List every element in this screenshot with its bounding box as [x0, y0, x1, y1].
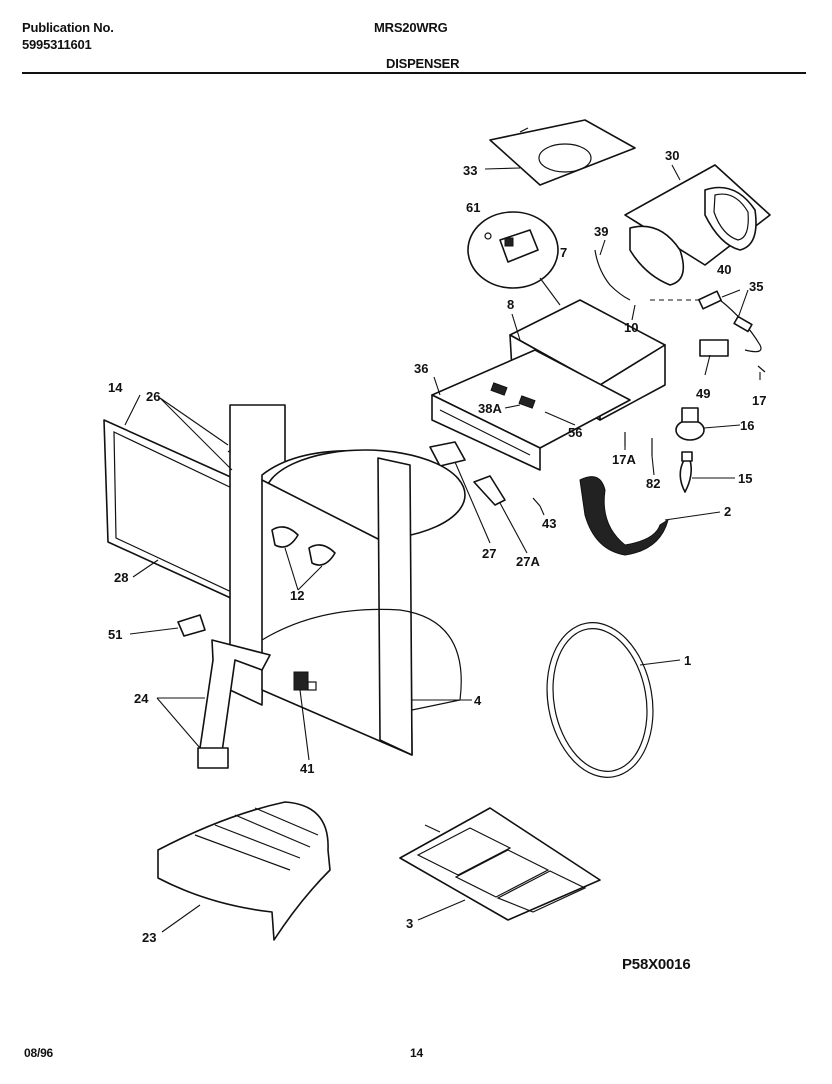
- callout: 4: [474, 693, 482, 708]
- callout: 12: [290, 588, 304, 603]
- publication-number: 5995311601: [22, 37, 92, 52]
- callout: 49: [696, 386, 710, 401]
- part-dispenser-cabinet: [229, 404, 466, 756]
- part-switch-detail: [467, 211, 561, 306]
- callout: 14: [108, 380, 123, 395]
- drawing-code: P58X0016: [622, 956, 691, 973]
- callout: 30: [665, 148, 679, 163]
- callout: 35: [749, 279, 763, 294]
- callout: 36: [414, 361, 428, 376]
- callout: 2: [724, 504, 731, 519]
- callout: 61: [466, 200, 480, 215]
- callout: 41: [300, 761, 314, 776]
- leader-lines: [124, 164, 761, 933]
- callout: 23: [142, 930, 156, 945]
- callout: 26: [146, 389, 160, 404]
- part-gasket: [546, 622, 654, 778]
- callout: 56: [568, 425, 582, 440]
- part-light-bulb: [679, 451, 693, 493]
- callout: 15: [738, 471, 752, 486]
- callout: 43: [542, 516, 556, 531]
- callout: 33: [463, 163, 477, 178]
- part-hinge-clips: [271, 526, 336, 566]
- part-lamp-socket: [675, 407, 705, 441]
- callout: 39: [594, 224, 608, 239]
- section-title: DISPENSER: [386, 56, 460, 71]
- model-number: MRS20WRG: [374, 20, 448, 35]
- part-wiring-harness: [579, 476, 669, 556]
- part-spring: [293, 671, 317, 691]
- part-drip-tray: [157, 801, 331, 941]
- part-dispenser-paddles: [429, 441, 506, 506]
- callout: 17A: [612, 452, 636, 467]
- callout: 1: [684, 653, 691, 668]
- publication-label: Publication No.: [22, 20, 114, 35]
- footer-date: 08/96: [24, 1046, 54, 1060]
- callout: 10: [624, 320, 638, 335]
- callout: 16: [740, 418, 754, 433]
- part-heater-plate: [399, 807, 601, 921]
- callout: 8: [507, 297, 514, 312]
- part-dispenser-frame: [431, 299, 666, 471]
- header-rule: [22, 72, 806, 74]
- callout: 28: [114, 570, 128, 585]
- part-spring-wire: [594, 249, 631, 301]
- callout-labels: 33 30 61 39 7 40 35 8 10 36 49 17 14 26 …: [108, 148, 766, 945]
- callout: 38A: [478, 401, 502, 416]
- part-chute-housing: [624, 164, 771, 286]
- callout: 27A: [516, 554, 540, 569]
- callout: 24: [134, 691, 149, 706]
- footer-page-number: 14: [410, 1046, 423, 1060]
- callout: 17: [752, 393, 766, 408]
- part-cover-plate: [489, 119, 636, 186]
- part-actuator-arm: [177, 614, 271, 769]
- callout: 40: [717, 262, 731, 277]
- callout: 82: [646, 476, 660, 491]
- callout: 3: [406, 916, 413, 931]
- callout: 7: [560, 245, 567, 260]
- callout: 51: [108, 627, 122, 642]
- callout: 27: [482, 546, 496, 561]
- part-solenoid-cord: [650, 290, 762, 357]
